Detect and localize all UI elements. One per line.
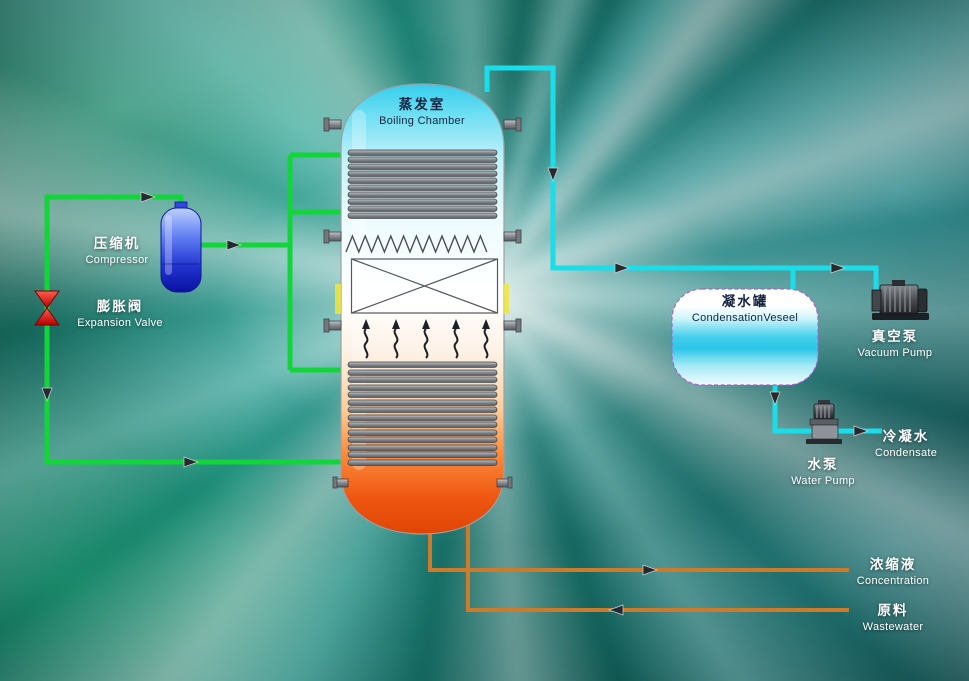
vessel-nozzles xyxy=(323,117,522,489)
heat-exchanger-box xyxy=(350,258,499,314)
arrow-right xyxy=(853,425,870,437)
arrow-right xyxy=(226,239,243,251)
nozzle-left xyxy=(323,117,342,132)
upper-coil xyxy=(347,149,498,219)
process-pipes xyxy=(428,522,849,612)
arrow-right xyxy=(642,564,659,576)
nozzle-left xyxy=(323,318,342,333)
vacuum-pump-icon xyxy=(871,280,929,320)
arrow-down xyxy=(547,167,559,182)
sight-glass-left xyxy=(335,284,341,314)
expansion-valve-icon xyxy=(34,290,60,326)
arrow-right xyxy=(183,456,200,468)
arrow-down xyxy=(769,391,781,406)
arrow-right xyxy=(614,262,631,274)
arrow-left xyxy=(607,604,624,616)
lower-coil xyxy=(347,361,498,466)
arrow-down xyxy=(41,387,53,402)
vapor-rise-arrows xyxy=(363,328,489,359)
arrow-right xyxy=(830,262,847,274)
refrigerant-pipes xyxy=(44,152,345,465)
flow-arrows xyxy=(41,167,870,616)
nozzle-right xyxy=(503,117,522,132)
arrow-right xyxy=(140,191,157,203)
nozzle-left xyxy=(323,229,342,244)
nozzle-bottom-left xyxy=(332,476,349,489)
nozzle-right xyxy=(503,318,522,333)
nozzle-bottom-right xyxy=(496,476,513,489)
nozzle-right xyxy=(503,229,522,244)
vapor-rise-arrowheads xyxy=(362,319,490,329)
condensation-vessel-icon xyxy=(671,288,819,386)
demister-zigzag xyxy=(345,234,488,254)
compressor-icon xyxy=(160,201,202,293)
sight-glass-right xyxy=(503,284,509,314)
water-pump-icon xyxy=(806,400,842,444)
